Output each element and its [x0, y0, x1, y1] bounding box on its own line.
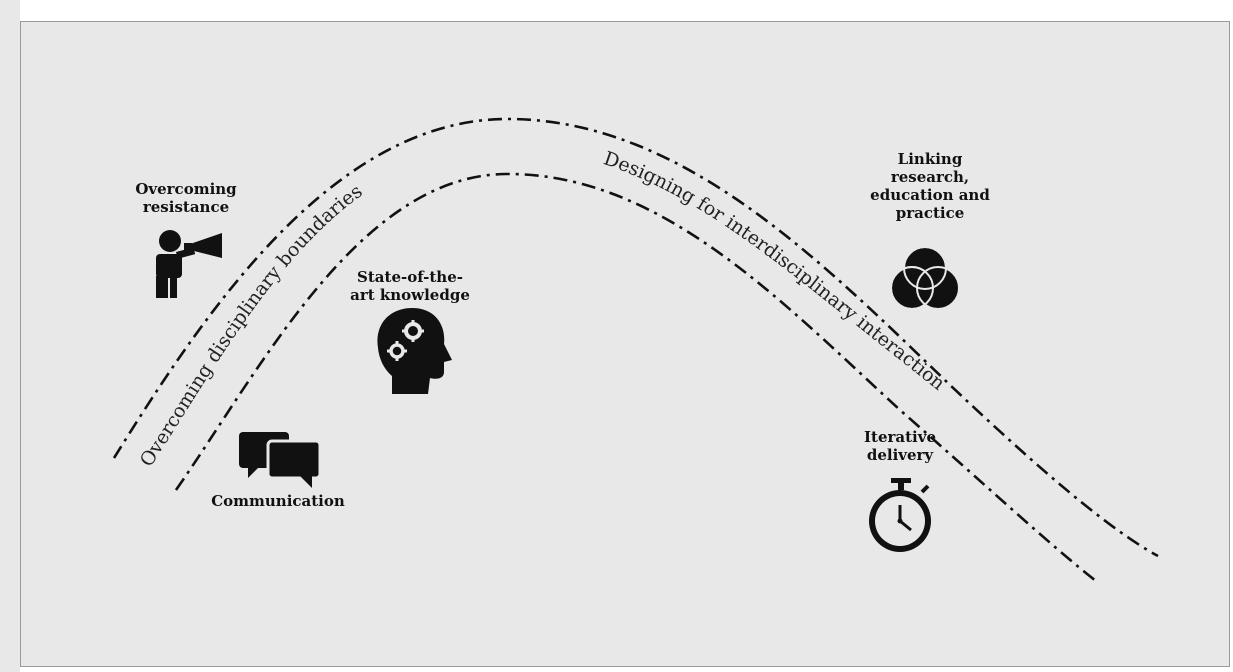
- left-margin-strip: [0, 0, 20, 672]
- diagram-frame: [20, 21, 1230, 667]
- label-overcoming-resistance: Overcoming resistance: [135, 180, 237, 216]
- megaphone-person-icon: [156, 230, 222, 298]
- stopwatch-icon: [869, 478, 931, 552]
- label-linking-research-education-practice: Linking research, education and practice: [870, 150, 990, 222]
- upper-arc-label: Overcoming disciplinary boundaries: [136, 180, 367, 471]
- inner-arc: [174, 172, 1097, 583]
- head-gears-icon: [377, 308, 452, 394]
- label-iterative-delivery: Iterative delivery: [864, 428, 936, 464]
- speech-bubbles-icon: [239, 432, 322, 488]
- label-communication: Communication: [211, 492, 345, 510]
- venn-circles-icon: [890, 246, 960, 310]
- upper-arc-label-text: Overcoming disciplinary boundaries: [136, 180, 367, 471]
- label-state-of-the-art-knowledge: State-of-the- art knowledge: [350, 268, 470, 304]
- outer-arc: [112, 117, 1159, 558]
